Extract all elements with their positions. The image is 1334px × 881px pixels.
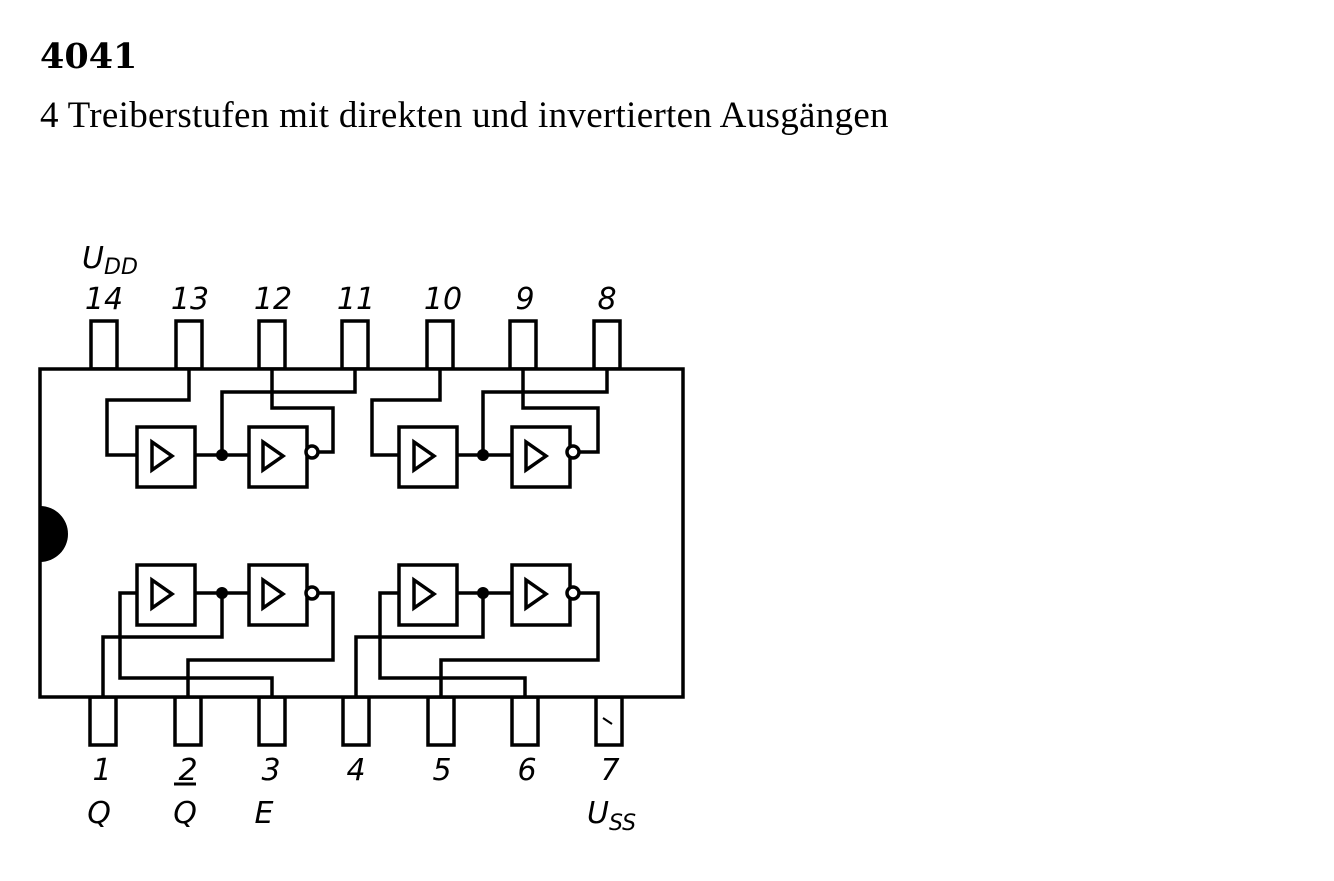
wire-pin11-output	[220, 369, 357, 455]
pin-number: 5	[432, 753, 451, 788]
buffer-triangle-icon	[261, 438, 287, 474]
inverter-gate	[247, 425, 309, 489]
buffer-gate	[397, 563, 459, 627]
label-enable: E	[255, 796, 274, 831]
inversion-bubble	[304, 585, 320, 601]
buffer-triangle-icon	[261, 576, 287, 612]
supply-uss-sub: SS	[609, 811, 636, 836]
wire-pin2-output	[186, 591, 335, 697]
pin-13	[174, 319, 204, 371]
buffer-gate	[135, 563, 197, 627]
buffer-triangle-icon	[150, 438, 176, 474]
pin-number: 8	[597, 282, 616, 317]
pin-number: 9	[515, 282, 534, 317]
supply-udd-sub: DD	[104, 255, 138, 280]
pin-5	[426, 695, 456, 747]
pin-number: 10	[424, 282, 462, 317]
buffer-triangle-icon	[412, 438, 438, 474]
pin-1	[88, 695, 118, 747]
inversion-bubble	[565, 444, 581, 460]
pin-2	[173, 695, 203, 747]
pin-11	[340, 319, 370, 371]
inverter-gate	[510, 425, 572, 489]
wire-pin13-input	[105, 369, 191, 457]
pin-number: 12	[254, 282, 292, 317]
inverter-gate	[247, 563, 309, 627]
top-pins	[89, 319, 622, 371]
wire-pin8-output	[481, 369, 609, 455]
pin-4	[341, 695, 371, 747]
pin-6	[510, 695, 540, 747]
wire-pin5-output	[439, 591, 600, 697]
wire-pin3-input	[118, 591, 274, 697]
orientation-notch	[40, 506, 68, 562]
pin-number: 7	[600, 753, 619, 788]
label-q-bar: Q	[173, 796, 197, 831]
junction-dot	[477, 587, 489, 599]
pin-number: 1	[92, 753, 111, 788]
junction-dot	[216, 449, 228, 461]
label-q: Q	[87, 796, 111, 831]
pin-9	[508, 319, 538, 371]
pin-14	[89, 319, 119, 371]
pin-12	[257, 319, 287, 371]
inverter-gate	[510, 563, 572, 627]
wire-pin10-input	[370, 369, 442, 457]
buffer-triangle-icon	[524, 576, 550, 612]
bottom-pin-numbers: 1 2 3 4 5 6 7 Q Q E	[87, 753, 619, 831]
gates	[135, 425, 581, 627]
buffer-triangle-icon	[524, 438, 550, 474]
bottom-wiring	[101, 591, 600, 697]
buffer-triangle-icon	[150, 576, 176, 612]
supply-uss-main: U	[587, 796, 609, 831]
top-wiring	[105, 369, 609, 457]
pin-number: 3	[261, 753, 280, 788]
wire-pin4-output	[354, 593, 485, 697]
pin-7-mark	[602, 717, 613, 725]
chip-description: 4 Treiberstufen mit direkten und inverti…	[40, 95, 889, 136]
chip-body	[38, 367, 685, 699]
pin-number: 14	[85, 282, 123, 317]
buffer-triangle-icon	[412, 576, 438, 612]
top-pin-numbers: 14 13 12 11 10 9 8	[85, 282, 617, 317]
pin-number: 6	[517, 753, 536, 788]
pin-number: 13	[171, 282, 209, 317]
pin-3	[257, 695, 287, 747]
pin-10	[425, 319, 455, 371]
inversion-bubble	[304, 444, 320, 460]
wire-pin9-output	[521, 369, 600, 454]
wire-pin6-input	[378, 591, 527, 697]
bottom-pins	[88, 695, 624, 747]
wire-pin1-output	[101, 593, 224, 697]
buffer-gate	[135, 425, 197, 489]
junction-dot	[477, 449, 489, 461]
buffer-gate	[397, 425, 459, 489]
pin-number: 4	[346, 753, 365, 788]
pin-8	[592, 319, 622, 371]
pin-number: 2	[178, 753, 197, 788]
chip-number-heading: 4041	[40, 36, 138, 77]
wire-pin12-output	[270, 369, 335, 454]
inversion-bubble	[565, 585, 581, 601]
pin-number: 11	[337, 282, 375, 317]
supply-udd-main: U	[82, 241, 104, 276]
junction-dot	[216, 587, 228, 599]
